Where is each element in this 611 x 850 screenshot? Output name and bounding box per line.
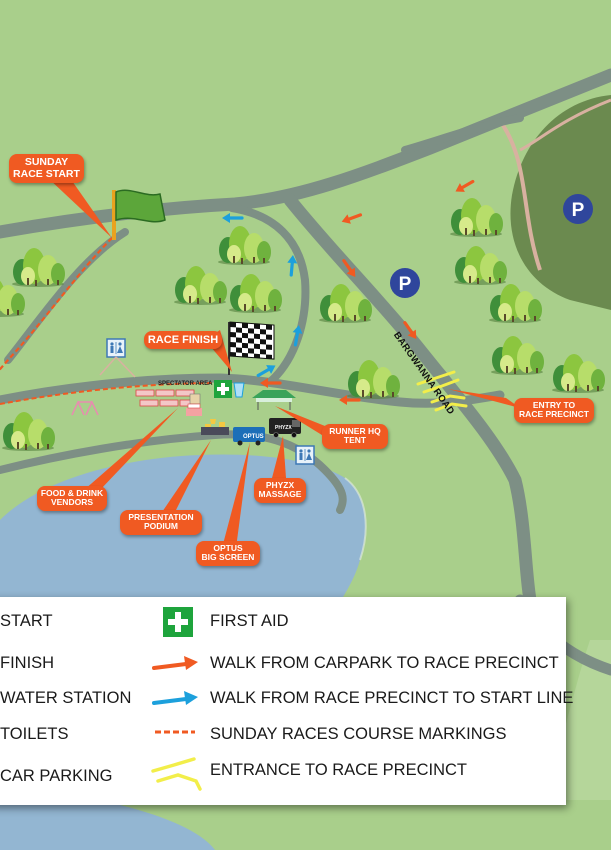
legend-finish-label: FINISH: [0, 654, 55, 672]
presentation-podium-callout: PRESENTATION PODIUM: [120, 510, 202, 535]
water-cup-icon: [233, 382, 245, 398]
start-flag-icon: [112, 189, 166, 240]
course-marking: [0, 237, 113, 371]
first-aid-icon: [214, 380, 232, 398]
svg-text:P: P: [572, 200, 585, 221]
legend-entrance-label: ENTRANCE TO RACE PRECINCT: [210, 761, 468, 779]
optus-big-screen-callout: OPTUS BIG SCREEN: [196, 541, 260, 566]
legend-course-markings-label: SUNDAY RACES COURSE MARKINGS: [210, 725, 507, 743]
runner-hq-tent-callout: RUNNER HQ TENT: [322, 424, 388, 449]
food-vendor-icon: [186, 403, 202, 416]
toilet-icon: [106, 338, 126, 358]
phyzx-massage-callout: PHYZX MASSAGE: [254, 478, 306, 503]
legend-start-label: START: [0, 612, 53, 630]
entry-precinct-callout: ENTRY TO RACE PRECINCT: [514, 398, 594, 423]
legend-car-parking-label: CAR PARKING: [0, 767, 113, 785]
legend-blue-arrow-icon: [152, 691, 198, 705]
podium-icon: [201, 419, 229, 435]
svg-text:PHYZX: PHYZX: [275, 425, 292, 431]
finish-flag-icon: [228, 321, 275, 375]
spectator-area-label: SPECTATOR AREA: [158, 381, 213, 387]
svg-text:P: P: [399, 274, 412, 295]
lake-lower: [0, 805, 215, 850]
toilet-icon: [295, 445, 315, 465]
sunday-race-start-callout: SUNDAY RACE START: [9, 154, 84, 184]
svg-text:OPTUS: OPTUS: [243, 434, 264, 440]
legend-walk-start-label: WALK FROM RACE PRECINCT TO START LINE: [210, 689, 574, 707]
legend-toilets-label: TOILETS: [0, 725, 69, 743]
parking-icon: P: [390, 268, 420, 298]
legend-entrance-marker-icon: [151, 757, 202, 791]
legend-walk-carpark-label: WALK FROM CARPARK TO RACE PRECINCT: [210, 654, 559, 672]
legend-water-station-label: WATER STATION: [0, 689, 132, 707]
spectator-stands: [135, 389, 201, 407]
parking-icon: P: [563, 194, 593, 224]
legend-panel: START FINISH WATER STATION TOILETS CAR P…: [0, 597, 573, 805]
legend-first-aid-icon: [163, 607, 193, 637]
race-finish-callout: RACE FINISH: [144, 331, 222, 350]
legend-orange-arrow-icon: [152, 656, 198, 670]
legend-dashed-line-icon: [155, 730, 195, 734]
food-drink-vendors-callout: FOOD & DRINK VENDORS: [37, 486, 107, 511]
legend-first-aid-label: FIRST AID: [210, 612, 289, 630]
